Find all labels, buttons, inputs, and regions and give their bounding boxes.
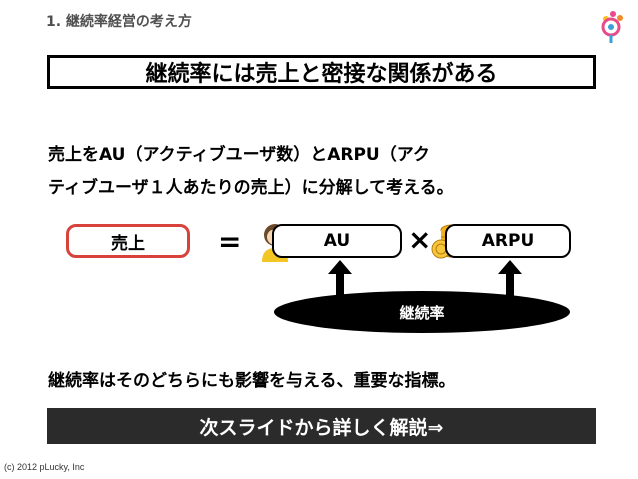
slide-section-title: 1. 継続率経営の考え方 bbox=[46, 14, 192, 30]
body-text-line-1: 売上をAU（アクティブユーザ数）とARPU（アク bbox=[48, 145, 430, 165]
multiply-sign: × bbox=[408, 223, 432, 256]
body-text-line-3: 継続率はそのどちらにも影響を与える、重要な指標。 bbox=[48, 371, 456, 391]
equals-sign: = bbox=[218, 225, 242, 258]
body-text-line-2: ティブユーザ１人あたりの売上）に分解して考える。 bbox=[48, 178, 454, 198]
arrow-up-icon bbox=[498, 260, 522, 298]
retention-ellipse: 継続率 bbox=[274, 291, 570, 333]
copyright-footer: (c) 2012 pLucky, Inc bbox=[4, 462, 85, 472]
arrow-up-icon bbox=[328, 260, 352, 298]
arpu-box: ARPU bbox=[445, 224, 571, 258]
company-logo bbox=[601, 11, 623, 43]
sales-box: 売上 bbox=[66, 224, 190, 258]
headline-box: 継続率には売上と密接な関係がある bbox=[47, 55, 596, 89]
next-slide-banner: 次スライドから詳しく解説⇒ bbox=[47, 408, 596, 444]
au-box: AU bbox=[272, 224, 402, 258]
